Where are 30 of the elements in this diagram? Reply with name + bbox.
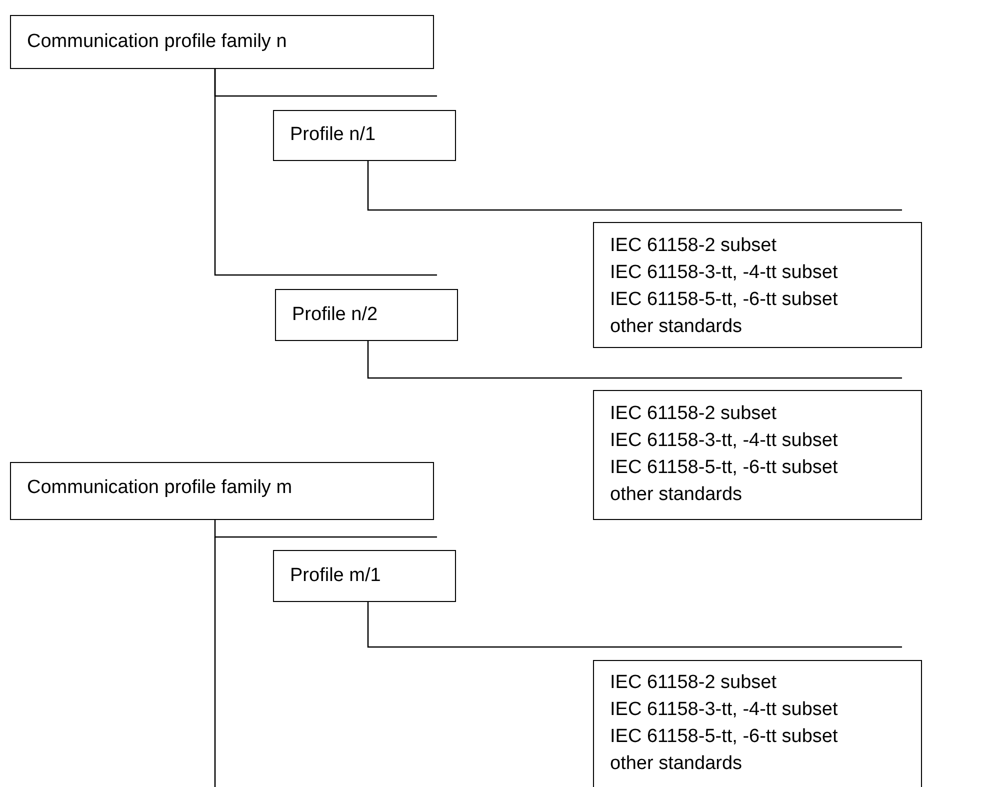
node-text: Profile n/2	[292, 303, 379, 327]
node-text: IEC 61158-2 subset	[610, 234, 778, 258]
standards-box	[593, 390, 922, 520]
node-text: IEC 61158-5-tt, -6-tt subset	[610, 456, 839, 480]
node-text: Communication profile family m	[27, 476, 294, 500]
node-text: IEC 61158-2 subset	[610, 671, 778, 695]
node-text: IEC 61158-3-tt, -4-tt subset	[610, 429, 839, 453]
connector-line	[367, 161, 902, 211]
profile-box	[10, 15, 434, 69]
node-text: other standards	[610, 483, 744, 507]
connector-line	[367, 341, 902, 379]
node-text: other standards	[610, 752, 744, 776]
connector-line	[367, 602, 902, 648]
standards-box	[593, 660, 922, 787]
profile-box	[273, 550, 456, 602]
node-text: IEC 61158-3-tt, -4-tt subset	[610, 261, 839, 285]
standards-box	[593, 222, 922, 348]
node-text: Profile m/1	[290, 564, 382, 588]
node-text: other standards	[610, 315, 744, 339]
connector-line	[214, 520, 437, 538]
profile-box	[273, 110, 456, 161]
node-text: IEC 61158-5-tt, -6-tt subset	[610, 288, 839, 312]
profile-box	[275, 289, 458, 341]
node-text: IEC 61158-5-tt, -6-tt subset	[610, 725, 839, 749]
connector-line	[214, 69, 437, 276]
node-text: Profile n/1	[290, 123, 377, 147]
node-text: IEC 61158-2 subset	[610, 402, 778, 426]
node-text: Communication profile family n	[27, 30, 288, 54]
profile-box	[10, 462, 434, 520]
node-text: IEC 61158-3-tt, -4-tt subset	[610, 698, 839, 722]
